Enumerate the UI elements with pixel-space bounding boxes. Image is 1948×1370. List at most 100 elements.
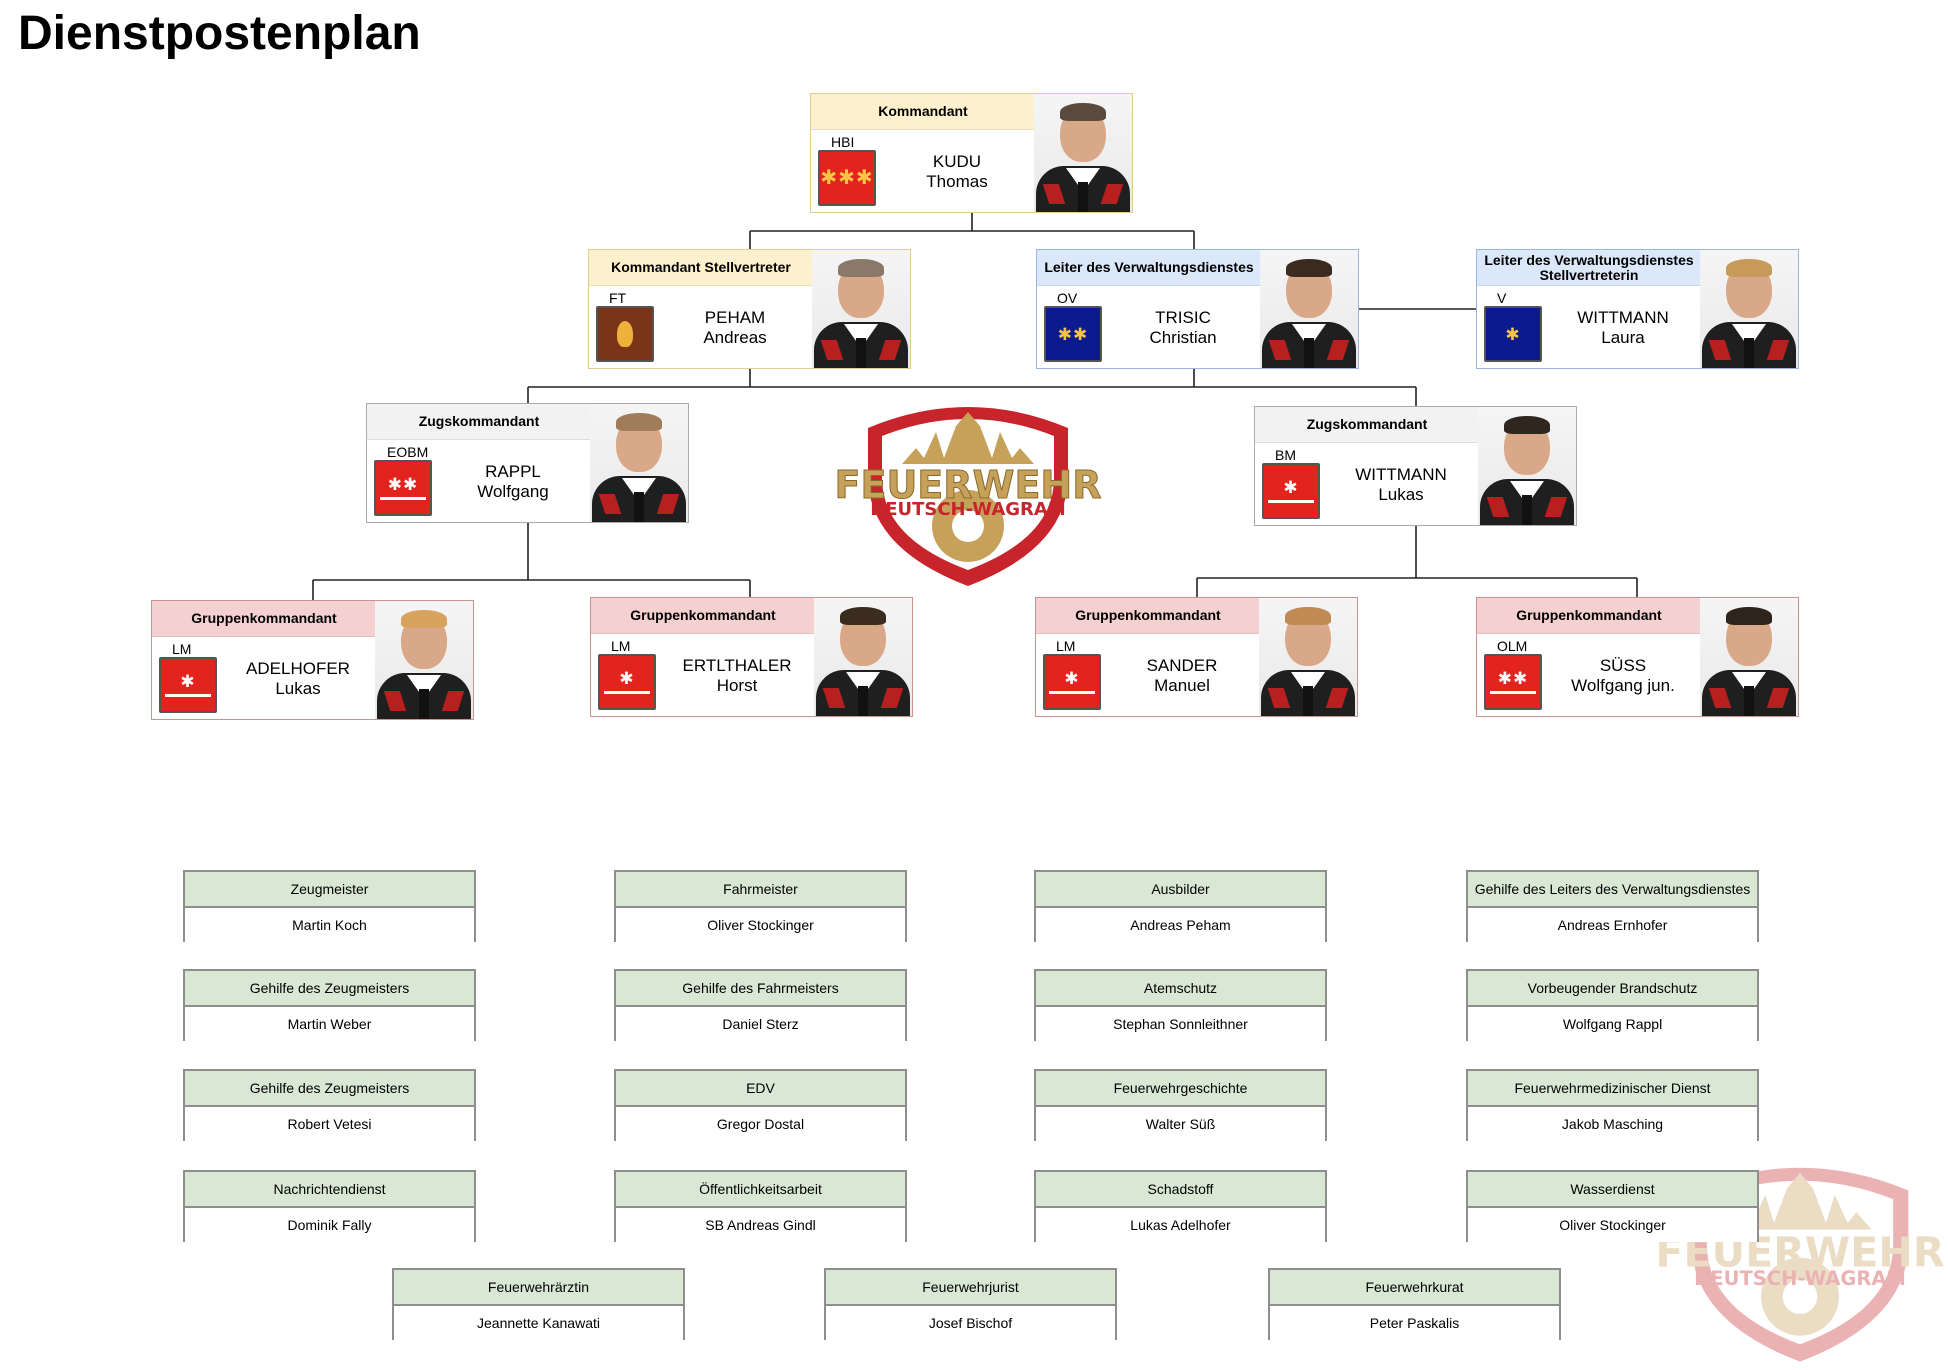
rank-badge-two-stars-bar: ✱✱ (374, 460, 432, 516)
duty-title: Feuerwehrgeschichte (1036, 1071, 1325, 1107)
firstname: Christian (1149, 328, 1217, 347)
logo-gear-icon (1761, 1257, 1839, 1336)
role-label: Zugskommandant (367, 404, 591, 440)
rank-badge-flame-emblem (596, 306, 654, 362)
duty-person: Daniel Sterz (616, 1007, 905, 1041)
duty-person: Oliver Stockinger (616, 908, 905, 942)
star-icon: ✱✱ (387, 475, 419, 494)
duty-person: Martin Weber (185, 1007, 474, 1041)
duty-title: EDV (616, 1071, 905, 1107)
duty-person: Martin Koch (185, 908, 474, 942)
star-icon: ✱ (1283, 478, 1299, 497)
portrait-photo (1260, 250, 1358, 368)
surname: ERTLTHALER (682, 656, 792, 675)
star-icon: ✱ (619, 669, 635, 688)
duty-person: Peter Paskalis (1270, 1306, 1559, 1340)
duty-title: Gehilfe des Leiters des Verwaltungsdiens… (1468, 872, 1757, 908)
role-label: Gruppenkommandant (152, 601, 376, 637)
surname: SANDER (1146, 656, 1218, 675)
surname: SÜSS (1599, 656, 1647, 675)
rank-badge-one-star-bar: ✱ (598, 654, 656, 710)
card-leiter-verwaltungsdienst: Leiter des Verwaltungsdienstes OV ✱✱ TRI… (1036, 249, 1359, 369)
portrait-photo (1034, 94, 1132, 212)
duty-title: Feuerwehrärztin (394, 1270, 683, 1306)
duty-box: Gehilfe des Leiters des Verwaltungsdiens… (1466, 870, 1759, 942)
logo-text-line2: DEUTSCH-WAGRAM (870, 499, 1066, 520)
duty-person: Walter Süß (1036, 1107, 1325, 1141)
surname: WITTMANN (1577, 308, 1669, 327)
logo-skyline-icon (1728, 1173, 1872, 1230)
duty-title: Atemschutz (1036, 971, 1325, 1007)
surname: WITTMANN (1355, 465, 1447, 484)
firstname: Lukas (275, 679, 321, 698)
duty-person: Stephan Sonnleithner (1036, 1007, 1325, 1041)
rank-badge-one-star: ✱ (1484, 306, 1542, 362)
connector-kdt-to-stv-and-lvd (749, 213, 1195, 249)
duty-title: Öffentlichkeitsarbeit (616, 1172, 905, 1208)
role-label: Gruppenkommandant (591, 598, 815, 634)
connector-zug1-to-groups (312, 523, 751, 600)
rank-badge-one-star-bar: ✱ (1262, 463, 1320, 519)
duty-person: Jeannette Kanawati (394, 1306, 683, 1340)
surname: KUDU (932, 152, 982, 171)
surname: RAPPL (485, 462, 541, 481)
portrait-photo (1478, 407, 1576, 525)
feuerwehr-logo-watermark: FEUERWEHR DEUTSCH-WAGRAM (1655, 1167, 1945, 1362)
firstname: Wolfgang (477, 482, 549, 501)
portrait-photo (590, 404, 688, 522)
rank-abbreviation: EOBM (387, 444, 429, 460)
star-icon: ✱✱ (1057, 324, 1089, 344)
logo-skyline-icon (902, 412, 1034, 464)
duty-title: Vorbeugender Brandschutz (1468, 971, 1757, 1007)
firstname: Lukas (1378, 485, 1424, 504)
star-icon: ✱✱✱ (820, 166, 874, 189)
firstname: Laura (1601, 328, 1645, 347)
duty-person: Robert Vetesi (185, 1107, 474, 1141)
duty-title: Feuerwehrmedizinischer Dienst (1468, 1071, 1757, 1107)
duty-person: Dominik Fally (185, 1208, 474, 1242)
rank-abbreviation: OLM (1497, 638, 1528, 654)
role-label: Leiter des Verwaltungsdienstes Stellvert… (1477, 250, 1701, 286)
rank-abbreviation: HBI (831, 134, 855, 150)
duty-person: Lukas Adelhofer (1036, 1208, 1325, 1242)
portrait-photo (814, 598, 912, 716)
role-label: Kommandant (811, 94, 1035, 130)
role-label: Kommandant Stellvertreter (589, 250, 813, 286)
duty-title: Zeugmeister (185, 872, 474, 908)
rank-badge-one-star-bar: ✱ (159, 657, 217, 713)
rank-abbreviation: BM (1275, 447, 1296, 463)
star-icon: ✱ (1064, 669, 1080, 688)
role-label: Gruppenkommandant (1477, 598, 1701, 634)
duty-title: Gehilfe des Zeugmeisters (185, 1071, 474, 1107)
duty-title: Schadstoff (1036, 1172, 1325, 1208)
rank-abbreviation: FT (609, 290, 627, 306)
duty-title: Gehilfe des Fahrmeisters (616, 971, 905, 1007)
firstname: Horst (716, 676, 758, 695)
